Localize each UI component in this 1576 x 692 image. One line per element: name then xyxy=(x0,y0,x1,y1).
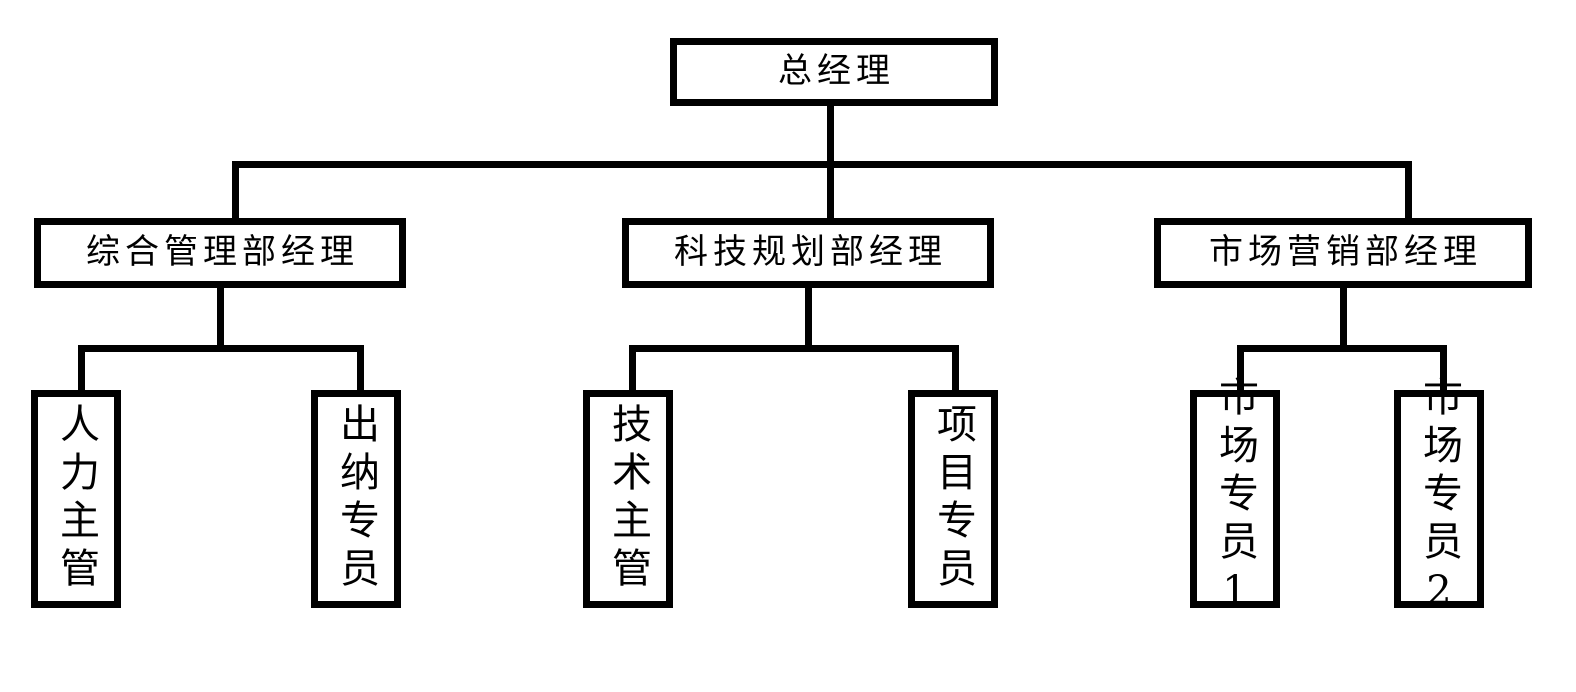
connector-root-stem xyxy=(827,103,834,168)
node-project-specialist[interactable]: 项目专员 xyxy=(908,390,998,608)
node-cashier-specialist[interactable]: 出纳专员 xyxy=(311,390,401,608)
connector-level1-bus xyxy=(232,161,1412,168)
node-project-specialist-label: 项目专员 xyxy=(930,403,976,595)
connector-leaf3-drop xyxy=(629,345,636,395)
node-marketing-specialist-1-label: 市场专员1 xyxy=(1212,376,1258,622)
node-technical-supervisor-label: 技术主管 xyxy=(605,403,651,595)
node-hr-supervisor[interactable]: 人力主管 xyxy=(31,390,121,608)
connector-dept3-drop xyxy=(1405,161,1412,219)
node-marketing-manager-label: 市场营销部经理 xyxy=(1209,232,1482,273)
connector-leaf2-drop xyxy=(357,345,364,395)
connector-dept2-bus xyxy=(629,345,959,352)
connector-dept1-drop xyxy=(232,161,239,219)
node-cashier-specialist-label: 出纳专员 xyxy=(333,403,379,595)
connector-dept1-bus xyxy=(78,345,364,352)
node-marketing-specialist-2-label: 市场专员2 xyxy=(1416,376,1462,622)
connector-leaf6-drop xyxy=(1440,345,1447,395)
node-marketing-manager[interactable]: 市场营销部经理 xyxy=(1154,218,1532,288)
connector-leaf4-drop xyxy=(952,345,959,395)
node-marketing-specialist-2[interactable]: 市场专员2 xyxy=(1394,376,1484,622)
connector-leaf5-drop xyxy=(1237,345,1244,395)
connector-dept2-drop xyxy=(827,161,834,219)
node-marketing-specialist-1[interactable]: 市场专员1 xyxy=(1190,376,1280,622)
node-hr-supervisor-label: 人力主管 xyxy=(53,403,99,595)
node-technology-planning-manager[interactable]: 科技规划部经理 xyxy=(622,218,994,288)
connector-leaf1-drop xyxy=(78,345,85,395)
node-technical-supervisor[interactable]: 技术主管 xyxy=(583,390,673,608)
node-technology-planning-manager-label: 科技规划部经理 xyxy=(674,232,947,273)
node-general-manager-label: 总经理 xyxy=(778,51,895,92)
connector-dept2-stem xyxy=(805,285,812,351)
node-comprehensive-management-manager-label: 综合管理部经理 xyxy=(86,232,359,273)
connector-dept1-stem xyxy=(217,285,224,351)
node-general-manager[interactable]: 总经理 xyxy=(670,38,998,106)
connector-dept3-bus xyxy=(1237,345,1447,352)
node-comprehensive-management-manager[interactable]: 综合管理部经理 xyxy=(34,218,406,288)
connector-dept3-stem xyxy=(1340,285,1347,351)
